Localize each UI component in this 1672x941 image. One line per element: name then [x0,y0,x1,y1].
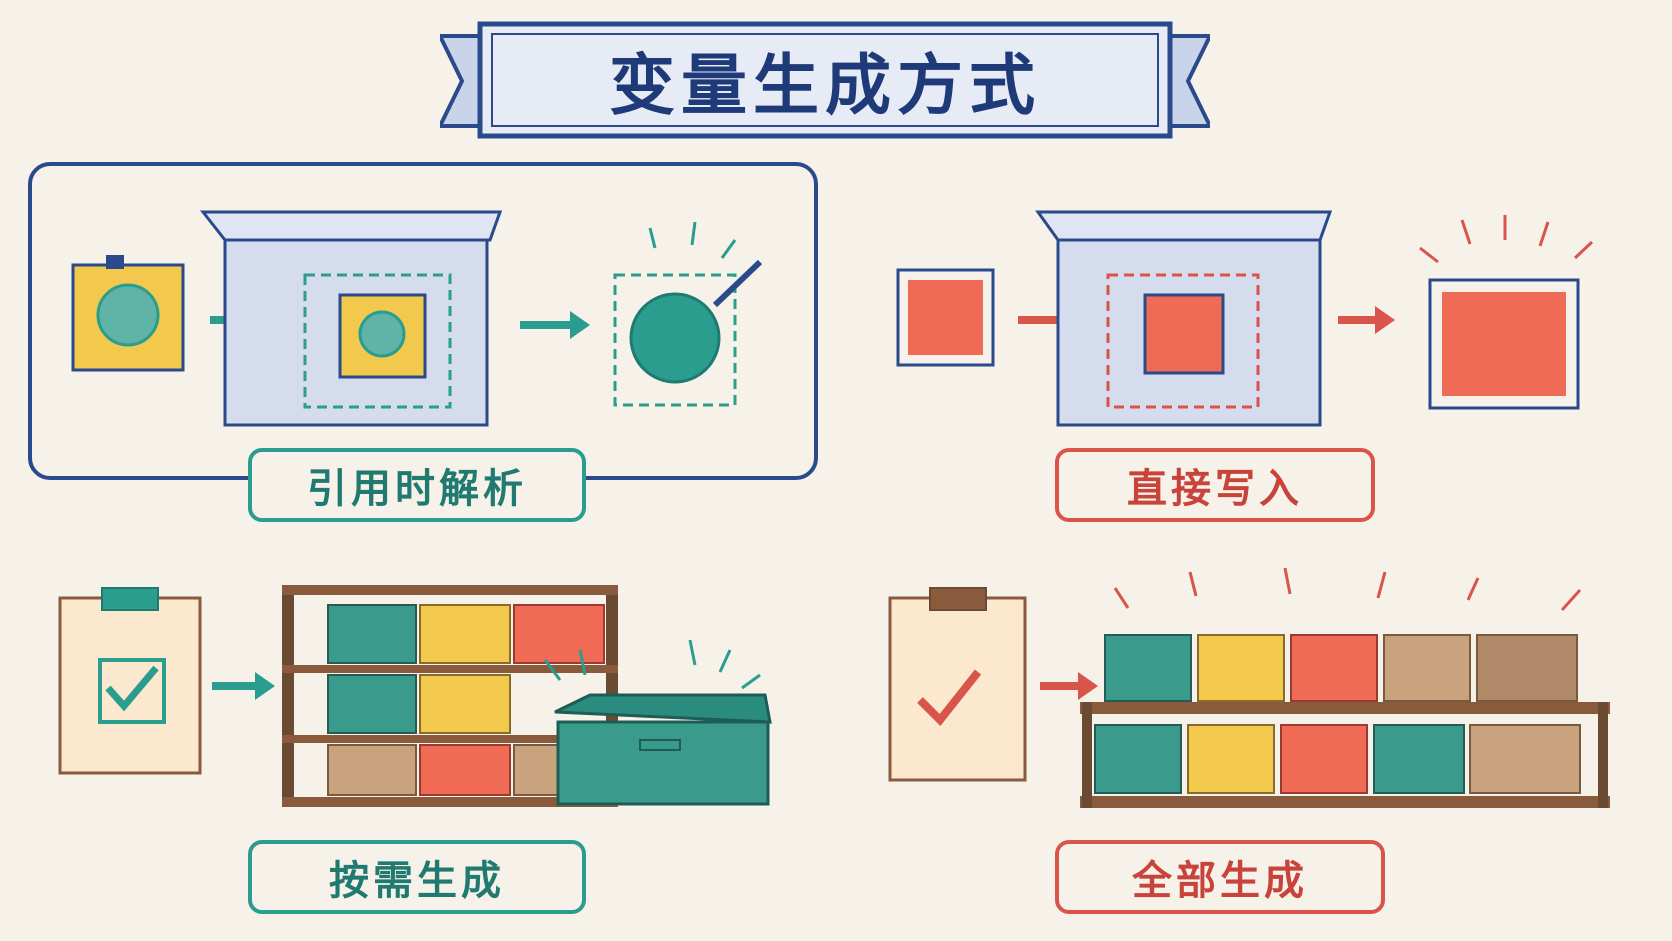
label-resolve-on-reference: 引用时解析 [248,448,586,522]
label-generate-all: 全部生成 [1055,840,1385,914]
shelf-icon [282,585,618,807]
clipboard-check-icon [58,587,202,775]
label-write-directly: 直接写入 [1055,448,1375,522]
shelf-icon [1080,567,1610,808]
arrow-right-icon [1018,306,1080,334]
banner-ribbon-icon [440,21,1210,139]
clipboard-check-icon [888,587,1027,782]
arrow-right-icon [1338,306,1395,334]
written-value-icon [1419,215,1594,410]
panel-resolve-on-reference [28,162,818,480]
title-banner: 变量生成方式 [440,18,1210,142]
page-title: 变量生成方式 [609,47,1041,124]
box-icon [1035,210,1333,427]
storage-box-icon [543,639,772,806]
arrow-right-icon [1040,672,1098,700]
label-generate-on-demand: 按需生成 [248,840,586,914]
source-square-icon [896,268,995,367]
arrow-right-icon [212,672,275,700]
